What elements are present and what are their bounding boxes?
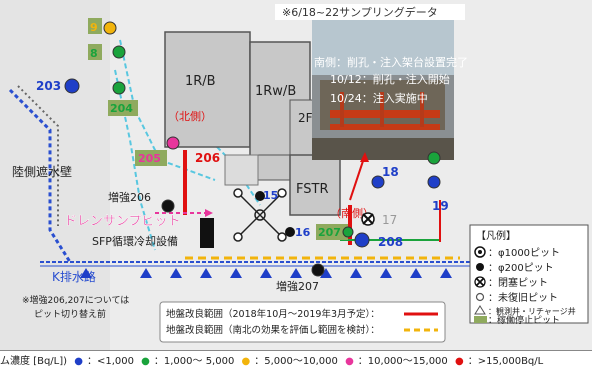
land-wall-line bbox=[8, 88, 72, 263]
conc-1: ：<1,000 bbox=[86, 356, 134, 367]
legend-item-4: ：未復旧ピット bbox=[488, 291, 558, 304]
pit-19-label: 19 bbox=[432, 199, 449, 213]
legend-title: 【凡例】 bbox=[476, 229, 516, 242]
north-side-label: （北側） bbox=[168, 110, 212, 123]
pit-206-label: 206 bbox=[195, 151, 220, 165]
improvement-row-1: 地盤改良範囲（2018年10月～2019年3月予定）： bbox=[166, 308, 380, 320]
legend-item-2: ：φ200ピット bbox=[488, 262, 554, 274]
well-cluster bbox=[233, 188, 287, 242]
conc-4: ：10,000～15,000 bbox=[357, 356, 448, 367]
improvement-row-2: 地盤改良範囲（南北の効果を評価し範囲を検討）： bbox=[166, 324, 380, 336]
pit-9-label: 9 bbox=[90, 21, 98, 34]
photo-text-1: 南側：削孔・注入架台設置完了 bbox=[314, 55, 468, 69]
legend-box bbox=[469, 224, 589, 324]
pit-208-label: 208 bbox=[378, 235, 403, 249]
pit-207-label: 207 bbox=[318, 226, 341, 239]
yellow-dot-icon: ● bbox=[241, 356, 251, 367]
reinforce-207-label: 増強207 bbox=[276, 280, 319, 293]
photo-text-2: 10/12：削孔・注入開始 bbox=[330, 72, 450, 86]
pink-dot-icon: ● bbox=[345, 356, 354, 367]
pit-205-label: 205 bbox=[138, 152, 161, 165]
legend-item-1: ：φ1000ピット bbox=[488, 247, 560, 259]
conc-3: ：5,000～10,000 bbox=[254, 356, 338, 367]
photo-text-3: 10/24：注入実施中 bbox=[330, 91, 428, 105]
concentration-legend: ム濃度 [Bq/L]) ●：<1,000 ●：1,000～ 5,000 ●：5,… bbox=[0, 350, 592, 372]
legend-item-3: ：閉塞ピット bbox=[488, 276, 548, 289]
blue-dot-icon: ● bbox=[74, 356, 83, 367]
pit-17-closed bbox=[361, 212, 375, 226]
header-note: ※6/18~22サンプリングデータ bbox=[282, 5, 438, 19]
red-dot-icon: ● bbox=[454, 356, 464, 367]
building-1rb bbox=[164, 31, 251, 148]
drain-sump-pit bbox=[200, 218, 214, 248]
reinforce-206-label: 増強206 bbox=[108, 191, 151, 204]
improvement-box bbox=[159, 301, 446, 343]
observation-wells bbox=[80, 268, 452, 278]
building-2f-label: 2F bbox=[298, 111, 313, 125]
legend-closed-icon bbox=[474, 276, 486, 288]
green-dot-icon: ● bbox=[141, 356, 150, 367]
pit-8-label: 8 bbox=[90, 47, 98, 60]
pit-15-label: 15 bbox=[263, 189, 278, 202]
note-line-1: ※増強206,207については bbox=[22, 294, 129, 306]
conc-5: ：>15,000Bq/L bbox=[467, 356, 544, 367]
legend-item-5: ：観測井・リチャージ井 bbox=[488, 306, 576, 316]
legend-item-6: ：稼働停止ピット bbox=[488, 314, 560, 326]
sfp-label: SFP循環冷却設備 bbox=[92, 234, 178, 248]
building-1rb-label: 1R/B bbox=[185, 74, 216, 89]
drain-sump-label: ドレンサンプピット bbox=[64, 214, 181, 229]
concentration-prefix: ム濃度 [Bq/L]) bbox=[0, 356, 68, 367]
note-line-2: ピット切り替え前 bbox=[34, 308, 106, 320]
building-1rwb-label: 1Rw/B bbox=[255, 84, 296, 99]
arrow-to-photo bbox=[349, 154, 366, 201]
pit-17-label: 17 bbox=[382, 213, 397, 227]
conc-2: ：1,000～ 5,000 bbox=[153, 356, 235, 367]
pit-203-label: 203 bbox=[36, 79, 61, 93]
pit-16-label: 16 bbox=[295, 226, 311, 239]
pipe-cyan-2 bbox=[119, 39, 216, 181]
pit-18-label: 18 bbox=[382, 165, 399, 179]
site-map: ※6/18~22サンプリングデータ 1R/B 1Rw/B 2F FSTR 南側：… bbox=[0, 0, 592, 350]
land-wall-label: 陸側遮水壁 bbox=[12, 164, 72, 179]
building-fstr-label: FSTR bbox=[296, 182, 328, 197]
pit-204-label: 204 bbox=[110, 102, 133, 115]
